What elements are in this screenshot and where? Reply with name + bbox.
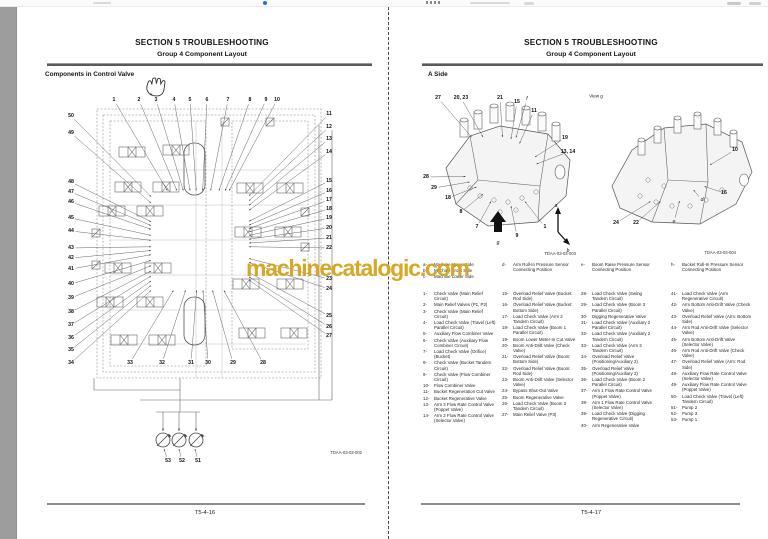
section-title: SECTION 5 TROUBLESHOOTING: [524, 38, 658, 47]
legend-letter-item: d-Arm Roll-In Pressure Sensor Connecting…: [502, 262, 569, 273]
legend-item: 27-Main Relief Valve (P3): [502, 412, 557, 418]
legend-item: 21-Overload Relief Valve (Boom: Bottom S…: [502, 354, 571, 365]
legend-item: 12-Bucket Regenerative Valve: [423, 395, 487, 401]
legend-letter-item: e-Boom Raise Pressure Sensor Connecting …: [581, 262, 650, 273]
legend-item: 35-Overload Relief Valve (Positioning/Au…: [581, 365, 638, 376]
legend-item: 22-Overload Relief Valve (Boom: Rod Side…: [502, 365, 571, 376]
legend-item: 47-Overload Relief Valve (Arm: Rod Side): [671, 359, 746, 370]
legend-item: 41-Load Check Valve (Arm Regenerative Ci…: [671, 291, 729, 302]
legend-letter-block: h-Bucket Roll-In Pressure Sensor Connect…: [671, 262, 753, 291]
legend-column: e-Boom Raise Pressure Sensor Connecting …: [581, 262, 658, 429]
header-rule: [422, 63, 763, 67]
legend-letter-block: e-Boom Raise Pressure Sensor Connecting …: [581, 262, 658, 291]
legend-item: 10-Flow Combiner Valve: [423, 383, 476, 389]
legend-column: h-Bucket Roll-In Pressure Sensor Connect…: [671, 262, 753, 424]
legend-item: 18-Load Check Valve (Boom 1 Parallel Cir…: [502, 325, 567, 336]
legend-item: 37-Arm 1 Flow Rate Control Valve (Poppet…: [581, 388, 652, 399]
legend-item: 23-Boom Anti-Drift Valve (Selector Valve…: [502, 377, 574, 388]
legend-item: 11-Bucket Regeneration Cut Valve: [423, 389, 495, 395]
legend-item: 49-Auxiliary Flow Rate Control Valve (Po…: [671, 382, 747, 393]
legend-letter-item: a-Machine Upper Side: [423, 262, 474, 267]
header-rule: [47, 63, 372, 67]
legend-item: 20-Boom Anti-Drift Valve (Check Valve): [502, 342, 570, 354]
legend-item: 8-Check Valve (Bucket Tandem Circuit): [423, 360, 492, 371]
legend-item: 42-Arm Bottom Anti-Drift Valve (Check Va…: [671, 302, 751, 313]
legend-item: 19-Boom Lower Meter-In Cut Valve: [502, 336, 576, 342]
legend-item: 43-Overload Relief Valve (Arm: Bottom Si…: [671, 313, 752, 325]
viewer-toolbar: [0, 0, 768, 7]
group-title: Group 4 Component Layout: [157, 51, 247, 58]
legend-item: 30-Digging Regenerative Valve: [581, 313, 647, 319]
legend-item: 2-Main Relief Valves (P1, P2): [423, 302, 488, 308]
legend-item: 46-Arm Rod Anti-Drift Valve (Check Valve…: [671, 348, 745, 359]
legend-item: 26-Load Check Valve (Boom 3 Tandem Circu…: [502, 400, 567, 412]
toolbar-button[interactable]: [727, 2, 741, 5]
legend-item: 5-Auxiliary Flow Combiner Valve: [423, 331, 494, 337]
toolbar-button[interactable]: [524, 2, 534, 5]
legend-letter-item: b-Machine Front Side: [423, 268, 473, 274]
legend-item: 36-Load Check Valve (Boom 2 Parallel Cir…: [581, 377, 646, 388]
legend-item: 32-Load Check Valve (Auxiliary 2 Tandem …: [581, 331, 651, 342]
manual-page-right: SECTION 5 TROUBLESHOOTING Group 4 Compon…: [391, 7, 768, 539]
legend-item: 28-Load Check Valve (Swing Tandem Circui…: [581, 291, 642, 302]
legend-item: 53-Pump 1: [671, 417, 698, 423]
legend-item: 51-Pump 2: [671, 405, 698, 411]
legend-item: 29-Load Check Valve (Boom 3 Parallel Cir…: [581, 302, 646, 313]
grip-icon[interactable]: [426, 1, 440, 4]
legend-letter-block: d-Arm Roll-In Pressure Sensor Connecting…: [502, 262, 577, 291]
legend-item: 52-Pump 3: [671, 411, 698, 417]
legend-item: 39-Load Check Valve (Digging Regenerativ…: [581, 411, 645, 422]
page-number: T5-4-17: [580, 510, 602, 516]
legend-item: 9-Check Valve (Flow Combiner Circuit): [423, 371, 491, 383]
legend-column: d-Arm Roll-In Pressure Sensor Connecting…: [502, 262, 577, 418]
legend-item: 44-Arm Rod Anti-Drift Valve (Selector Va…: [671, 325, 749, 336]
legend-item: 4-Load Check Valve (Travel (Left) Parall…: [423, 320, 496, 331]
page-number: T5-4-16: [194, 510, 216, 516]
toolbar-button[interactable]: [470, 2, 510, 4]
legend-item: 48-Auxiliary Flow Rate Control Valve (Se…: [671, 370, 747, 382]
legend-letter-item: h-Bucket Roll-In Pressure Sensor Connect…: [671, 262, 744, 273]
legend-item: 3-Check Valve (Main Relief Circuit): [423, 308, 483, 319]
footer-rule: [47, 503, 365, 505]
legend-item: 16-Overload Relief Valve (Bucket: Bottom…: [502, 302, 573, 313]
page-heading: Components in Control Valve: [45, 71, 135, 78]
watermark: machinecatalogic.com: [246, 255, 470, 281]
page-heading: A Side: [428, 71, 448, 78]
legend-item: 34-Overload Relief Valve (Positioning/Au…: [581, 354, 638, 365]
page-break-divider: [388, 7, 389, 539]
legend-item: 33-Load Check Valve (Arm 3 Tandem Circui…: [581, 342, 642, 354]
record-icon[interactable]: [263, 1, 267, 5]
legend-item: 6-Check Valve (Auxiliary Flow Combiner C…: [423, 337, 489, 348]
legend-item: 50-Load Check Valve (Travel (Left) Tande…: [671, 393, 744, 404]
legend-item: 15-Overload Relief Valve (Bucket: Rod Si…: [502, 291, 573, 302]
legend-item: 40-Arm Regenerative Valve: [581, 422, 640, 428]
legend-item: 1-Check Valve (Main Relief Circuit): [423, 291, 483, 302]
legend-item: 38-Arm 1 Flow Rate Control Valve (Select…: [581, 399, 652, 411]
section-title: SECTION 5 TROUBLESHOOTING: [135, 38, 269, 47]
footer-rule: [421, 503, 740, 505]
legend-item: 25-Boom Regenerative Valve: [502, 394, 564, 400]
viewer-side-gutter: [0, 7, 17, 539]
legend-item: 31-Load Check Valve (Auxiliary 2 Paralle…: [581, 320, 651, 331]
legend-item: 7-Load Check Valve (Orifice) (Bucket): [423, 349, 487, 360]
group-title: Group 4 Component Layout: [546, 51, 636, 58]
legend-letter-item: c-Machine Lower Side: [423, 274, 474, 280]
toolbar-button[interactable]: [749, 2, 761, 5]
legend-item: 45-Arm Bottom Anti-Drift Valve (Selector…: [671, 336, 736, 347]
legend-item: 24-Bypass Shut-Out Valve: [502, 388, 559, 394]
toolbar-button[interactable]: [93, 2, 111, 4]
legend-item: 17-Load Check Valve (Arm 2 Tandem Circui…: [502, 313, 563, 325]
legend-item: 14-Arm 2 Flow Rate Control Valve (Select…: [423, 413, 494, 424]
legend-item: 13-Arm 2 Flow Rate Control Valve (Poppet…: [423, 401, 494, 413]
